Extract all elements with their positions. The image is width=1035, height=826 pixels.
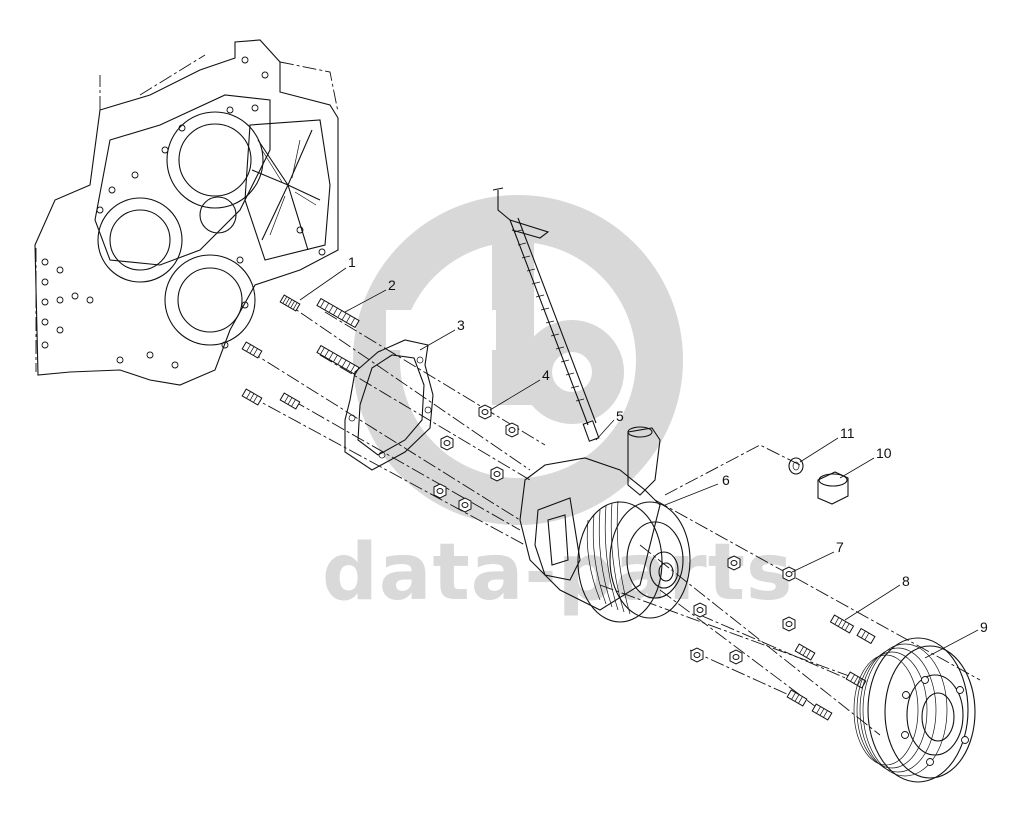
water-pump (519, 426, 691, 623)
studs (241, 294, 876, 721)
watermark-text: data-parts (322, 528, 794, 618)
callout-3: 3 (457, 317, 465, 333)
callout-9: 9 (980, 619, 988, 635)
callout-10: 10 (876, 445, 892, 461)
callout-8: 8 (902, 573, 910, 589)
sealing-washer (788, 457, 804, 475)
timing-housing (34, 39, 339, 386)
callout-2: 2 (388, 277, 396, 293)
callout-6: 6 (722, 472, 730, 488)
dipstick-tube (492, 187, 600, 442)
callout-11: 11 (840, 425, 855, 441)
callout-4: 4 (542, 367, 550, 383)
callout-1: 1 (348, 254, 356, 270)
callout-7: 7 (836, 539, 844, 555)
drain-plug (817, 471, 849, 505)
gasket (344, 339, 434, 471)
nuts (433, 404, 796, 665)
pulley-damper (853, 637, 976, 783)
callout-5: 5 (616, 408, 624, 424)
dp-logo-icon (353, 195, 683, 525)
callout-labels: 1 2 3 4 5 6 7 8 9 10 11 (348, 254, 988, 635)
leader-lines (299, 267, 979, 659)
